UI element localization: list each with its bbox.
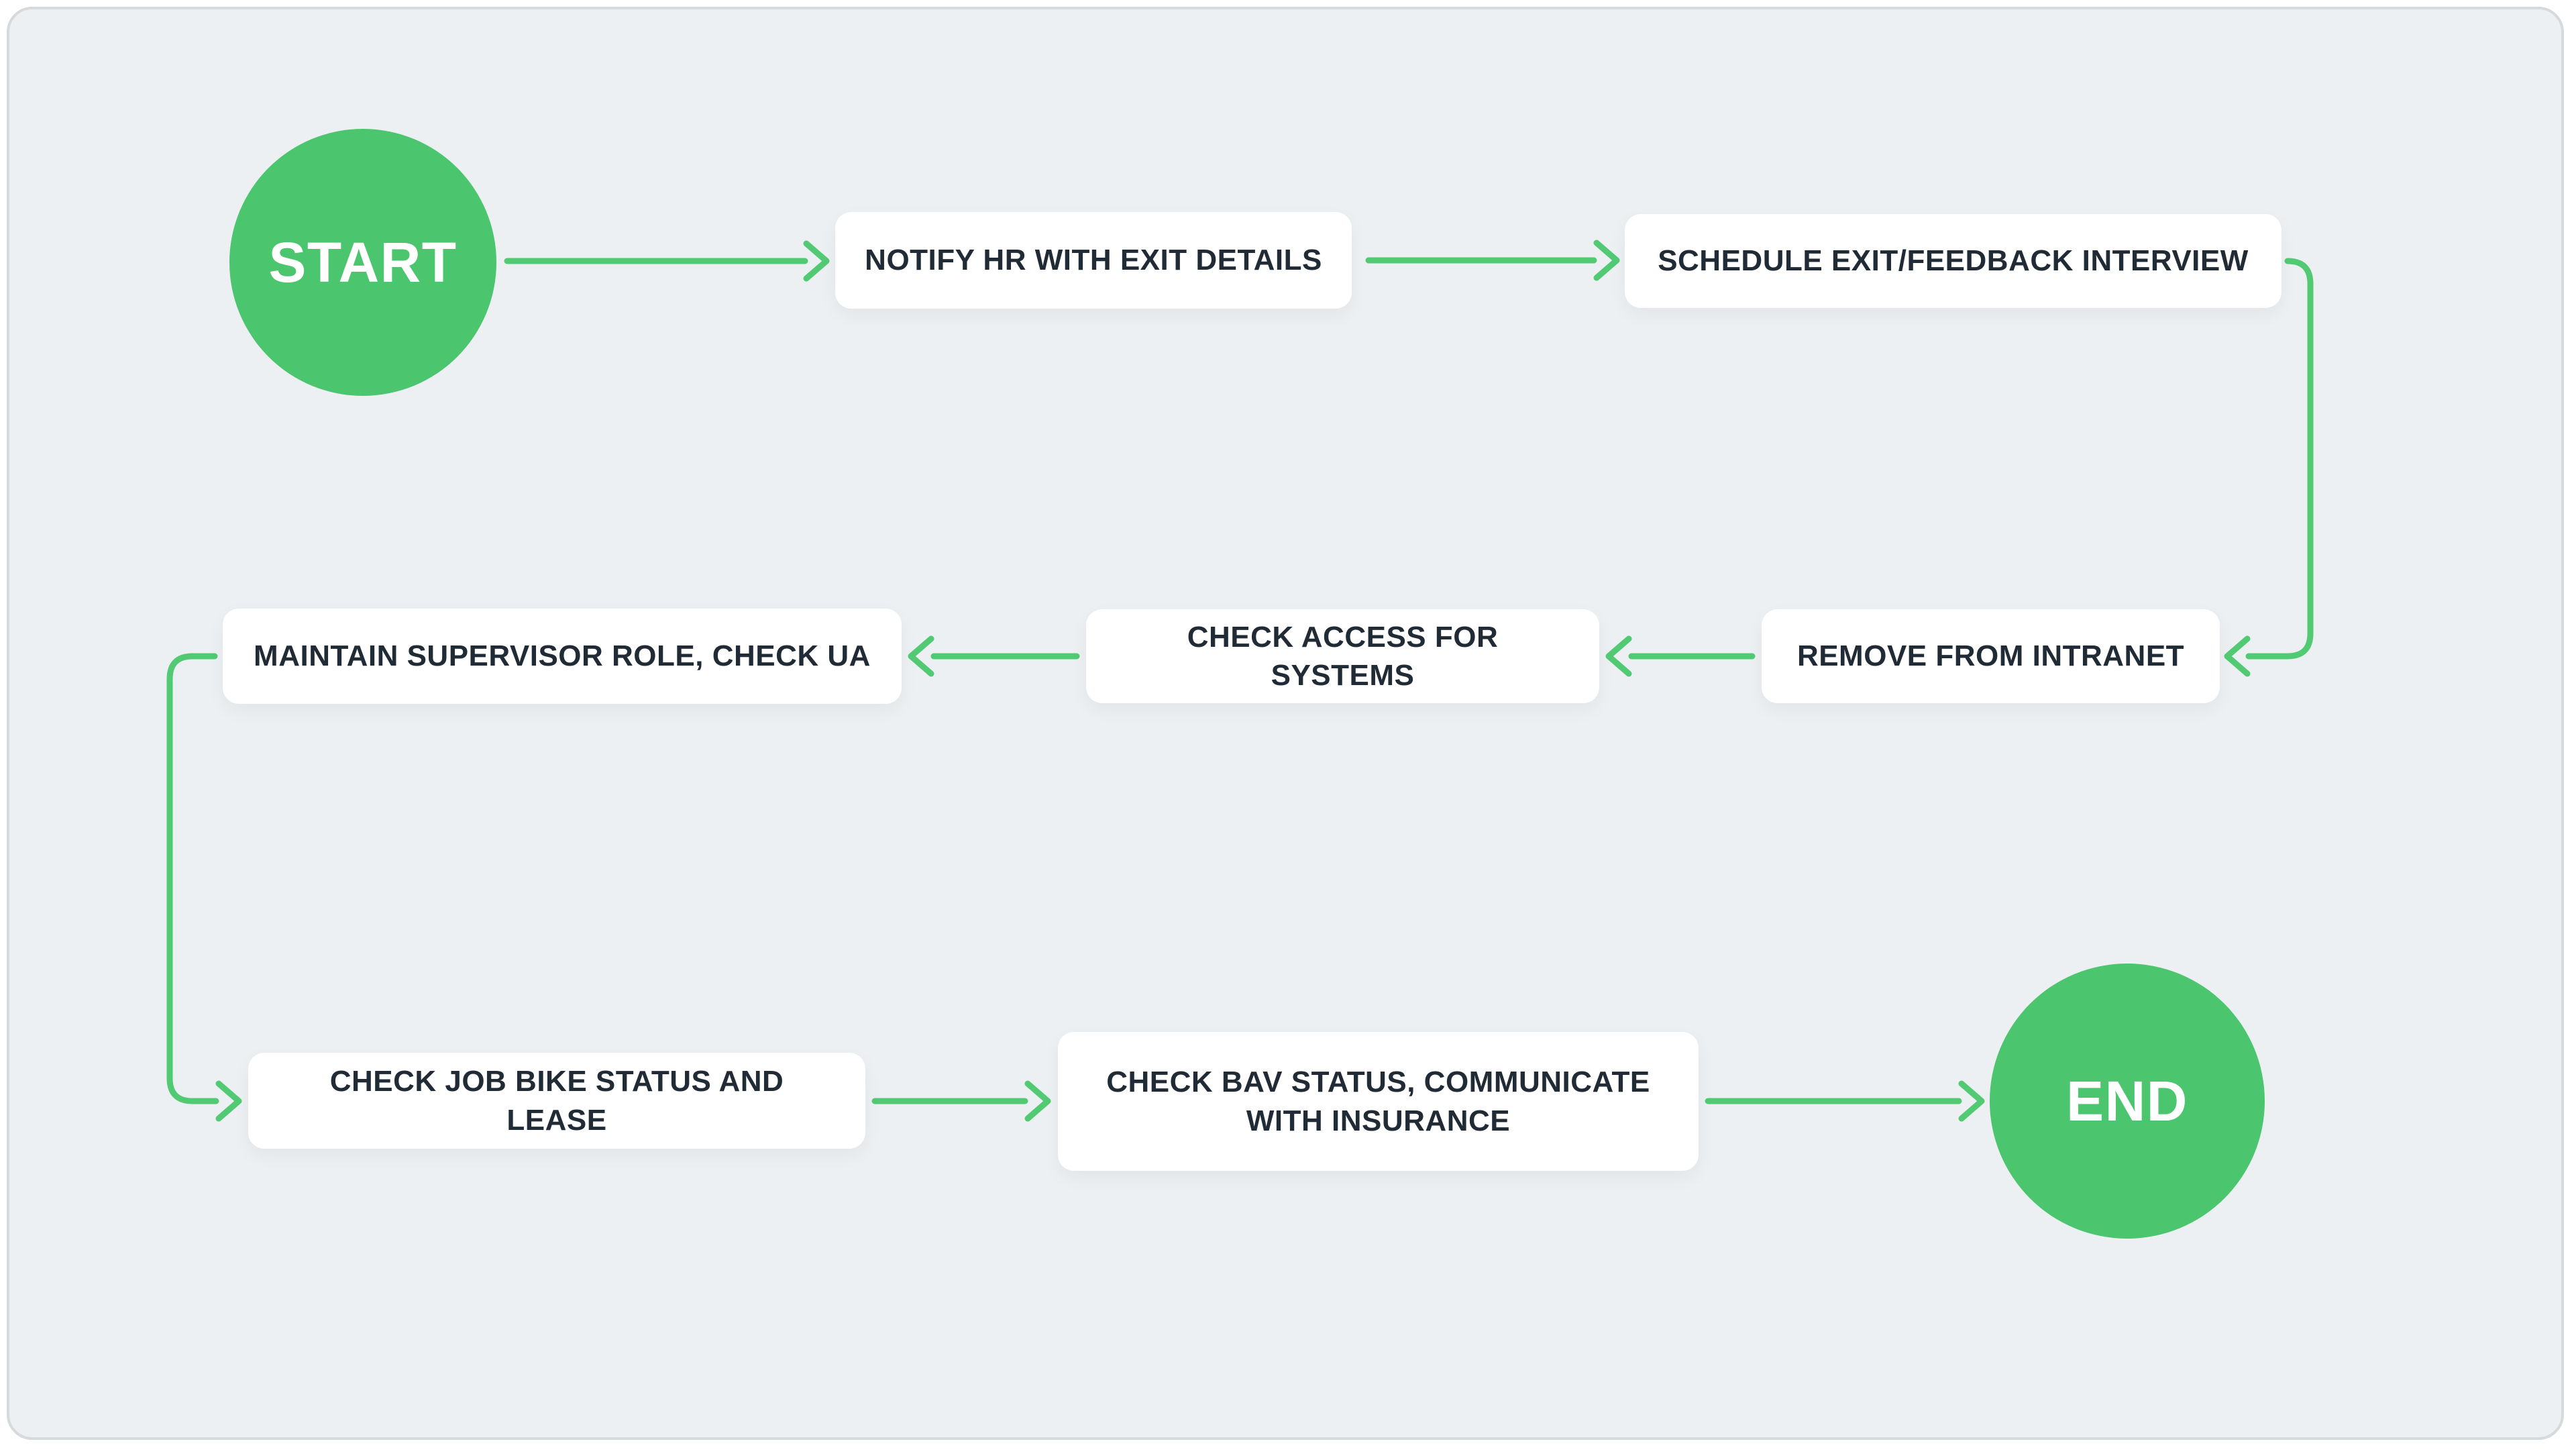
step-label: CHECK JOB BIKE STATUS AND LEASE bbox=[329, 1065, 784, 1137]
end-node[interactable]: END bbox=[1990, 964, 2265, 1239]
box-check-bav[interactable]: CHECK BAV STATUS, COMMUNICATE WITH INSUR… bbox=[1058, 1032, 1699, 1171]
start-node[interactable]: START bbox=[229, 129, 496, 396]
box-maintain-supervisor[interactable]: MAINTAIN SUPERVISOR ROLE, CHECK UA bbox=[223, 609, 902, 704]
step-label: CHECK BAV STATUS, COMMUNICATE WITH INSUR… bbox=[1106, 1066, 1650, 1137]
box-schedule-interview[interactable]: SCHEDULE EXIT/FEEDBACK INTERVIEW bbox=[1625, 214, 2282, 308]
box-notify-hr[interactable]: NOTIFY HR WITH EXIT DETAILS bbox=[835, 212, 1352, 309]
step-label: REMOVE FROM INTRANET bbox=[1796, 639, 2185, 673]
step-label: NOTIFY HR WITH EXIT DETAILS bbox=[865, 244, 1322, 277]
step-label: CHECK ACCESS FOR SYSTEMS bbox=[1187, 620, 1499, 692]
step-label: SCHEDULE EXIT/FEEDBACK INTERVIEW bbox=[1658, 244, 2249, 278]
box-check-job-bike[interactable]: CHECK JOB BIKE STATUS AND LEASE bbox=[248, 1053, 865, 1149]
box-check-access[interactable]: CHECK ACCESS FOR SYSTEMS bbox=[1086, 609, 1599, 703]
box-remove-intranet[interactable]: REMOVE FROM INTRANET bbox=[1762, 609, 2220, 703]
end-node-label: END bbox=[2066, 1069, 2188, 1133]
start-node-label: START bbox=[268, 230, 458, 294]
step-label: MAINTAIN SUPERVISOR ROLE, CHECK UA bbox=[254, 639, 871, 673]
